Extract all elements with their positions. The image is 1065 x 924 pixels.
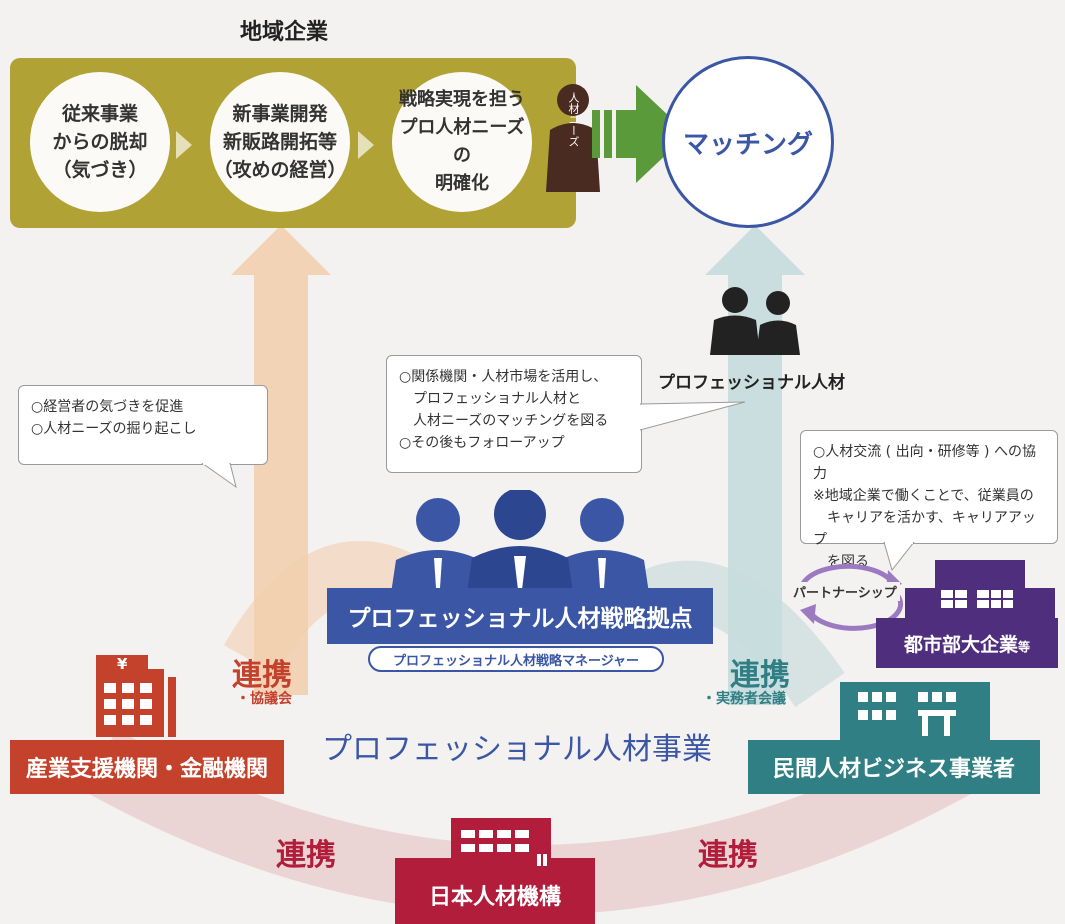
callout-left-tail xyxy=(201,463,237,489)
professionals-label: プロフェッショナル人材 xyxy=(658,373,845,393)
step2-text: 新事業開発 新販路開拓等 （攻めの経営） xyxy=(213,103,347,181)
left-up-arrow xyxy=(231,225,331,695)
step-circle-2: 新事業開発 新販路開拓等 （攻めの経営） xyxy=(210,72,350,212)
yen-icon: ¥ xyxy=(117,655,128,673)
chevron-icon xyxy=(358,131,374,159)
needs-label: 人材ニーズ xyxy=(567,92,580,147)
project-title: プロフェッショナル人材事業 xyxy=(322,732,712,767)
bottom-left-link: 連携 xyxy=(276,838,336,873)
step-circle-3: 戦略実現を担う プロ人材ニーズの 明確化 xyxy=(392,72,532,212)
callout-right: ○人材交流 ( 出向・研修等 ) への協力 ※地域企業で働くことで、従業員の キ… xyxy=(800,430,1058,570)
private-org-label: 民間人材ビジネス事業者 xyxy=(772,757,1015,782)
partnership-label: パートナーシップ xyxy=(790,582,900,601)
professionals-icon xyxy=(710,287,800,355)
callout-right-tail xyxy=(883,542,915,572)
step3-text: 戦略実現を担う プロ人材ニーズの 明確化 xyxy=(399,89,525,194)
callout-center-tail xyxy=(640,401,746,431)
chevron-icon xyxy=(176,131,192,159)
callout-center-text: ○関係機関・人材市場を活用し、 プロフェッショナル人材と 人材ニーズのマッチング… xyxy=(399,369,609,451)
private-building-icon xyxy=(840,682,990,742)
matching-circle: マッチング xyxy=(662,56,834,228)
finance-building-icon xyxy=(96,655,176,737)
finance-org-label: 産業支援機関・金融機関 xyxy=(25,757,268,782)
hub-subtitle-pill: プロフェッショナル人材戦略マネージャー xyxy=(368,646,664,672)
person-needs-icon xyxy=(546,84,600,192)
private-org-box: 民間人材ビジネス事業者 xyxy=(748,740,1040,794)
big-company-box: 都市部大企業 等 xyxy=(876,618,1058,668)
managers-icon xyxy=(390,490,650,600)
left-link-sub: ・協議会 xyxy=(236,691,292,707)
callout-center: ○関係機関・人材市場を活用し、 プロフェッショナル人材と 人材ニーズのマッチング… xyxy=(386,355,642,473)
big-company-suffix: 等 xyxy=(1018,639,1031,654)
big-company-name: 都市部大企業 xyxy=(903,633,1018,656)
callout-left: ○経営者の気づきを促進 ○人材ニーズの掘り起こし xyxy=(18,385,268,465)
hub-box: プロフェッショナル人材戦略拠点 xyxy=(327,588,713,644)
callout-left-text: ○経営者の気づきを促進 ○人材ニーズの掘り起こし xyxy=(31,399,197,437)
right-link-sub: ・実務者会議 xyxy=(702,691,786,707)
company-title: 地域企業 xyxy=(240,20,329,45)
building-icon xyxy=(905,560,1055,620)
step1-text: 従来事業 からの脱却 （気づき） xyxy=(52,103,148,181)
hub-subtitle: プロフェッショナル人材戦略マネージャー xyxy=(392,653,640,669)
hub-title: プロフェッショナル人材戦略拠点 xyxy=(347,606,693,632)
step-circle-1: 従来事業 からの脱却 （気づき） xyxy=(30,72,170,212)
matching-label: マッチング xyxy=(682,129,813,160)
finance-org-box: 産業支援機関・金融機関 xyxy=(10,740,284,794)
left-link-title: 連携 xyxy=(232,658,292,693)
callout-right-text: ○人材交流 ( 出向・研修等 ) への協力 ※地域企業で働くことで、従業員の キ… xyxy=(813,444,1036,570)
bottom-right-link: 連携 xyxy=(698,838,758,873)
right-link-title: 連携 xyxy=(730,658,790,693)
jinzai-org-label: 日本人材機構 xyxy=(428,885,561,910)
jinzai-org-box: 日本人材機構 xyxy=(395,866,595,924)
